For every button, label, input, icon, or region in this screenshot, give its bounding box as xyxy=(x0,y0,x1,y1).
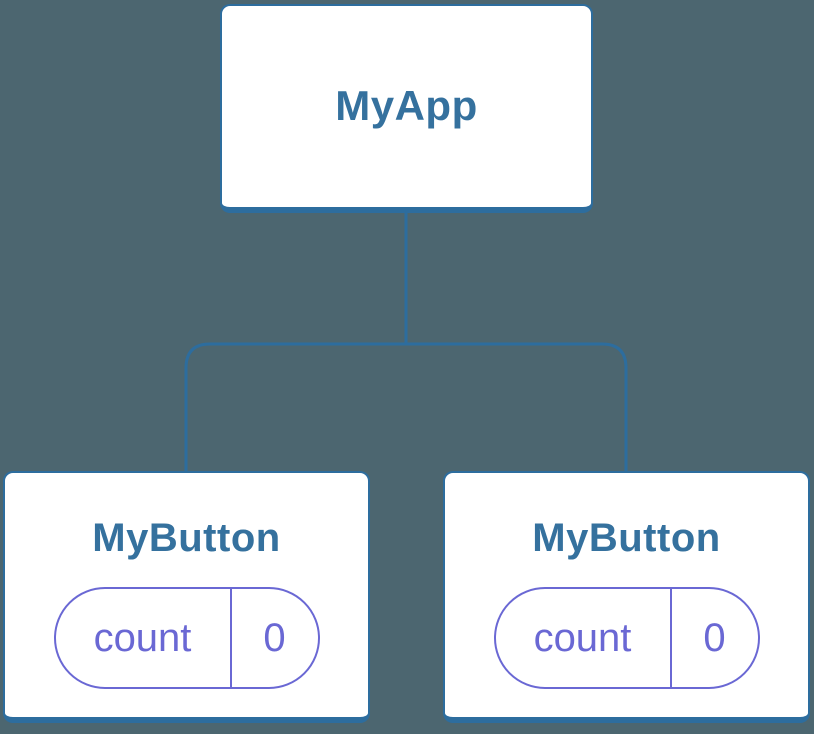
state-pill: count 0 xyxy=(53,587,320,689)
state-name: count xyxy=(93,615,192,660)
state-value: 0 xyxy=(669,589,758,687)
component-node-label: MyButton xyxy=(532,516,721,560)
component-node-child-1: MyButton count 0 xyxy=(3,471,370,723)
children-bracket-line xyxy=(184,342,628,472)
component-node-child-2: MyButton count 0 xyxy=(443,471,810,723)
state-pill: count 0 xyxy=(493,587,760,689)
component-node-label: MyButton xyxy=(92,516,281,560)
state-name: count xyxy=(533,615,632,660)
component-node-label: MyApp xyxy=(335,82,478,130)
state-value: 0 xyxy=(229,589,318,687)
component-node-root: MyApp xyxy=(220,4,593,213)
